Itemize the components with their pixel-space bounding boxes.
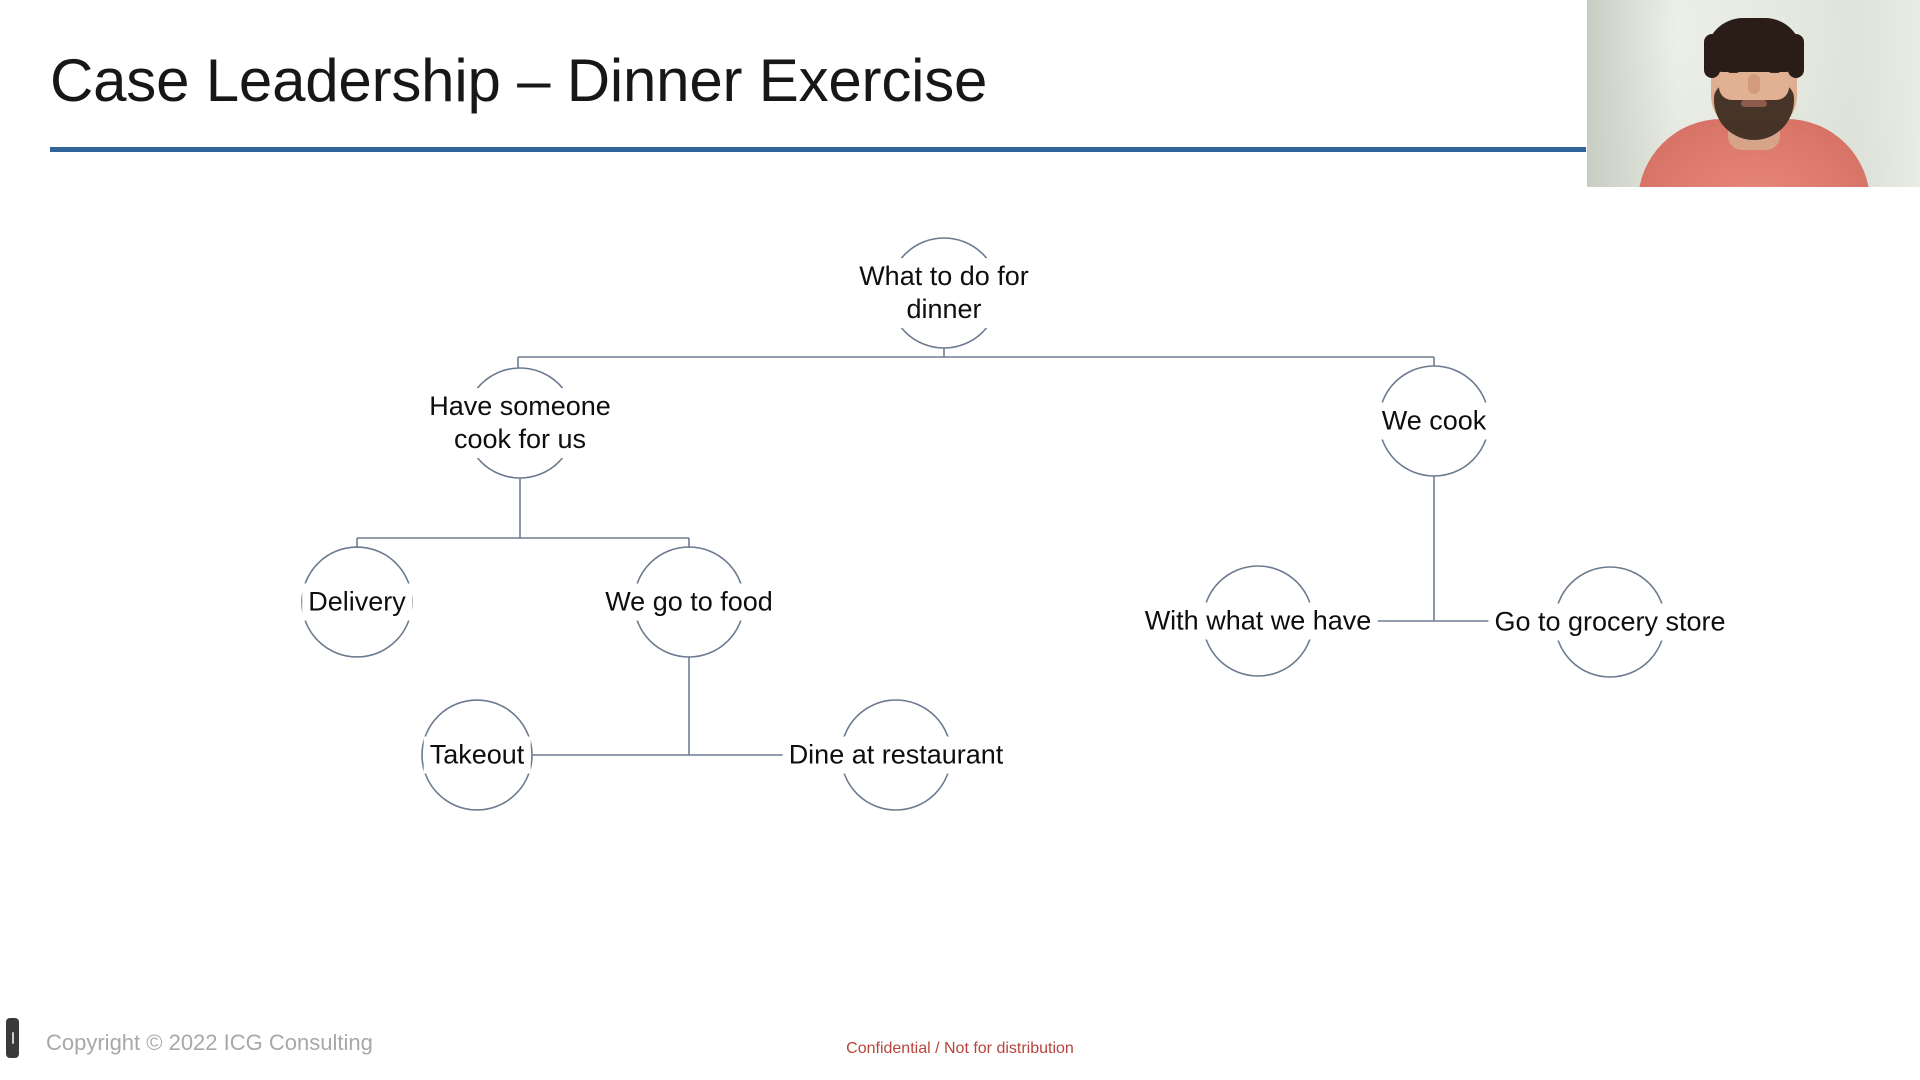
tree-node-go-to-grocery-store[interactable]: Go to grocery store [1488, 603, 1732, 641]
video-wall-shadow-right [1850, 0, 1920, 187]
presenter-hair [1705, 18, 1802, 72]
tree-node-we-go-to-food[interactable]: We go to food [599, 583, 779, 621]
tree-node-have-someone-cook-for-us[interactable]: Have someone cook for us [423, 388, 617, 458]
video-drag-handle-icon[interactable] [6, 1018, 19, 1058]
presenter-video-overlay[interactable] [1587, 0, 1920, 187]
presenter-video-frame [1587, 0, 1920, 187]
footer-confidential-notice: Confidential / Not for distribution [846, 1040, 1074, 1057]
presenter-nose [1747, 74, 1760, 94]
title-underline-rule [50, 147, 1586, 152]
presenter-hair-side-right [1787, 34, 1804, 78]
tree-node-we-cook[interactable]: We cook [1375, 402, 1493, 440]
presenter-hair-side-left [1703, 34, 1720, 78]
page-title: Case Leadership – Dinner Exercise [50, 47, 988, 114]
title-block: Case Leadership – Dinner Exercise [50, 48, 1610, 114]
tree-node-delivery[interactable]: Delivery [302, 583, 412, 621]
tree-node-with-what-we-have[interactable]: With what we have [1138, 602, 1378, 640]
presenter-mouth [1740, 100, 1767, 107]
tree-node-dine-at-restaurant[interactable]: Dine at restaurant [782, 736, 1010, 774]
footer-copyright: Copyright © 2022 ICG Consulting [46, 1030, 373, 1055]
tree-node-root[interactable]: What to do for dinner [853, 258, 1035, 328]
tree-node-takeout[interactable]: Takeout [423, 736, 531, 774]
